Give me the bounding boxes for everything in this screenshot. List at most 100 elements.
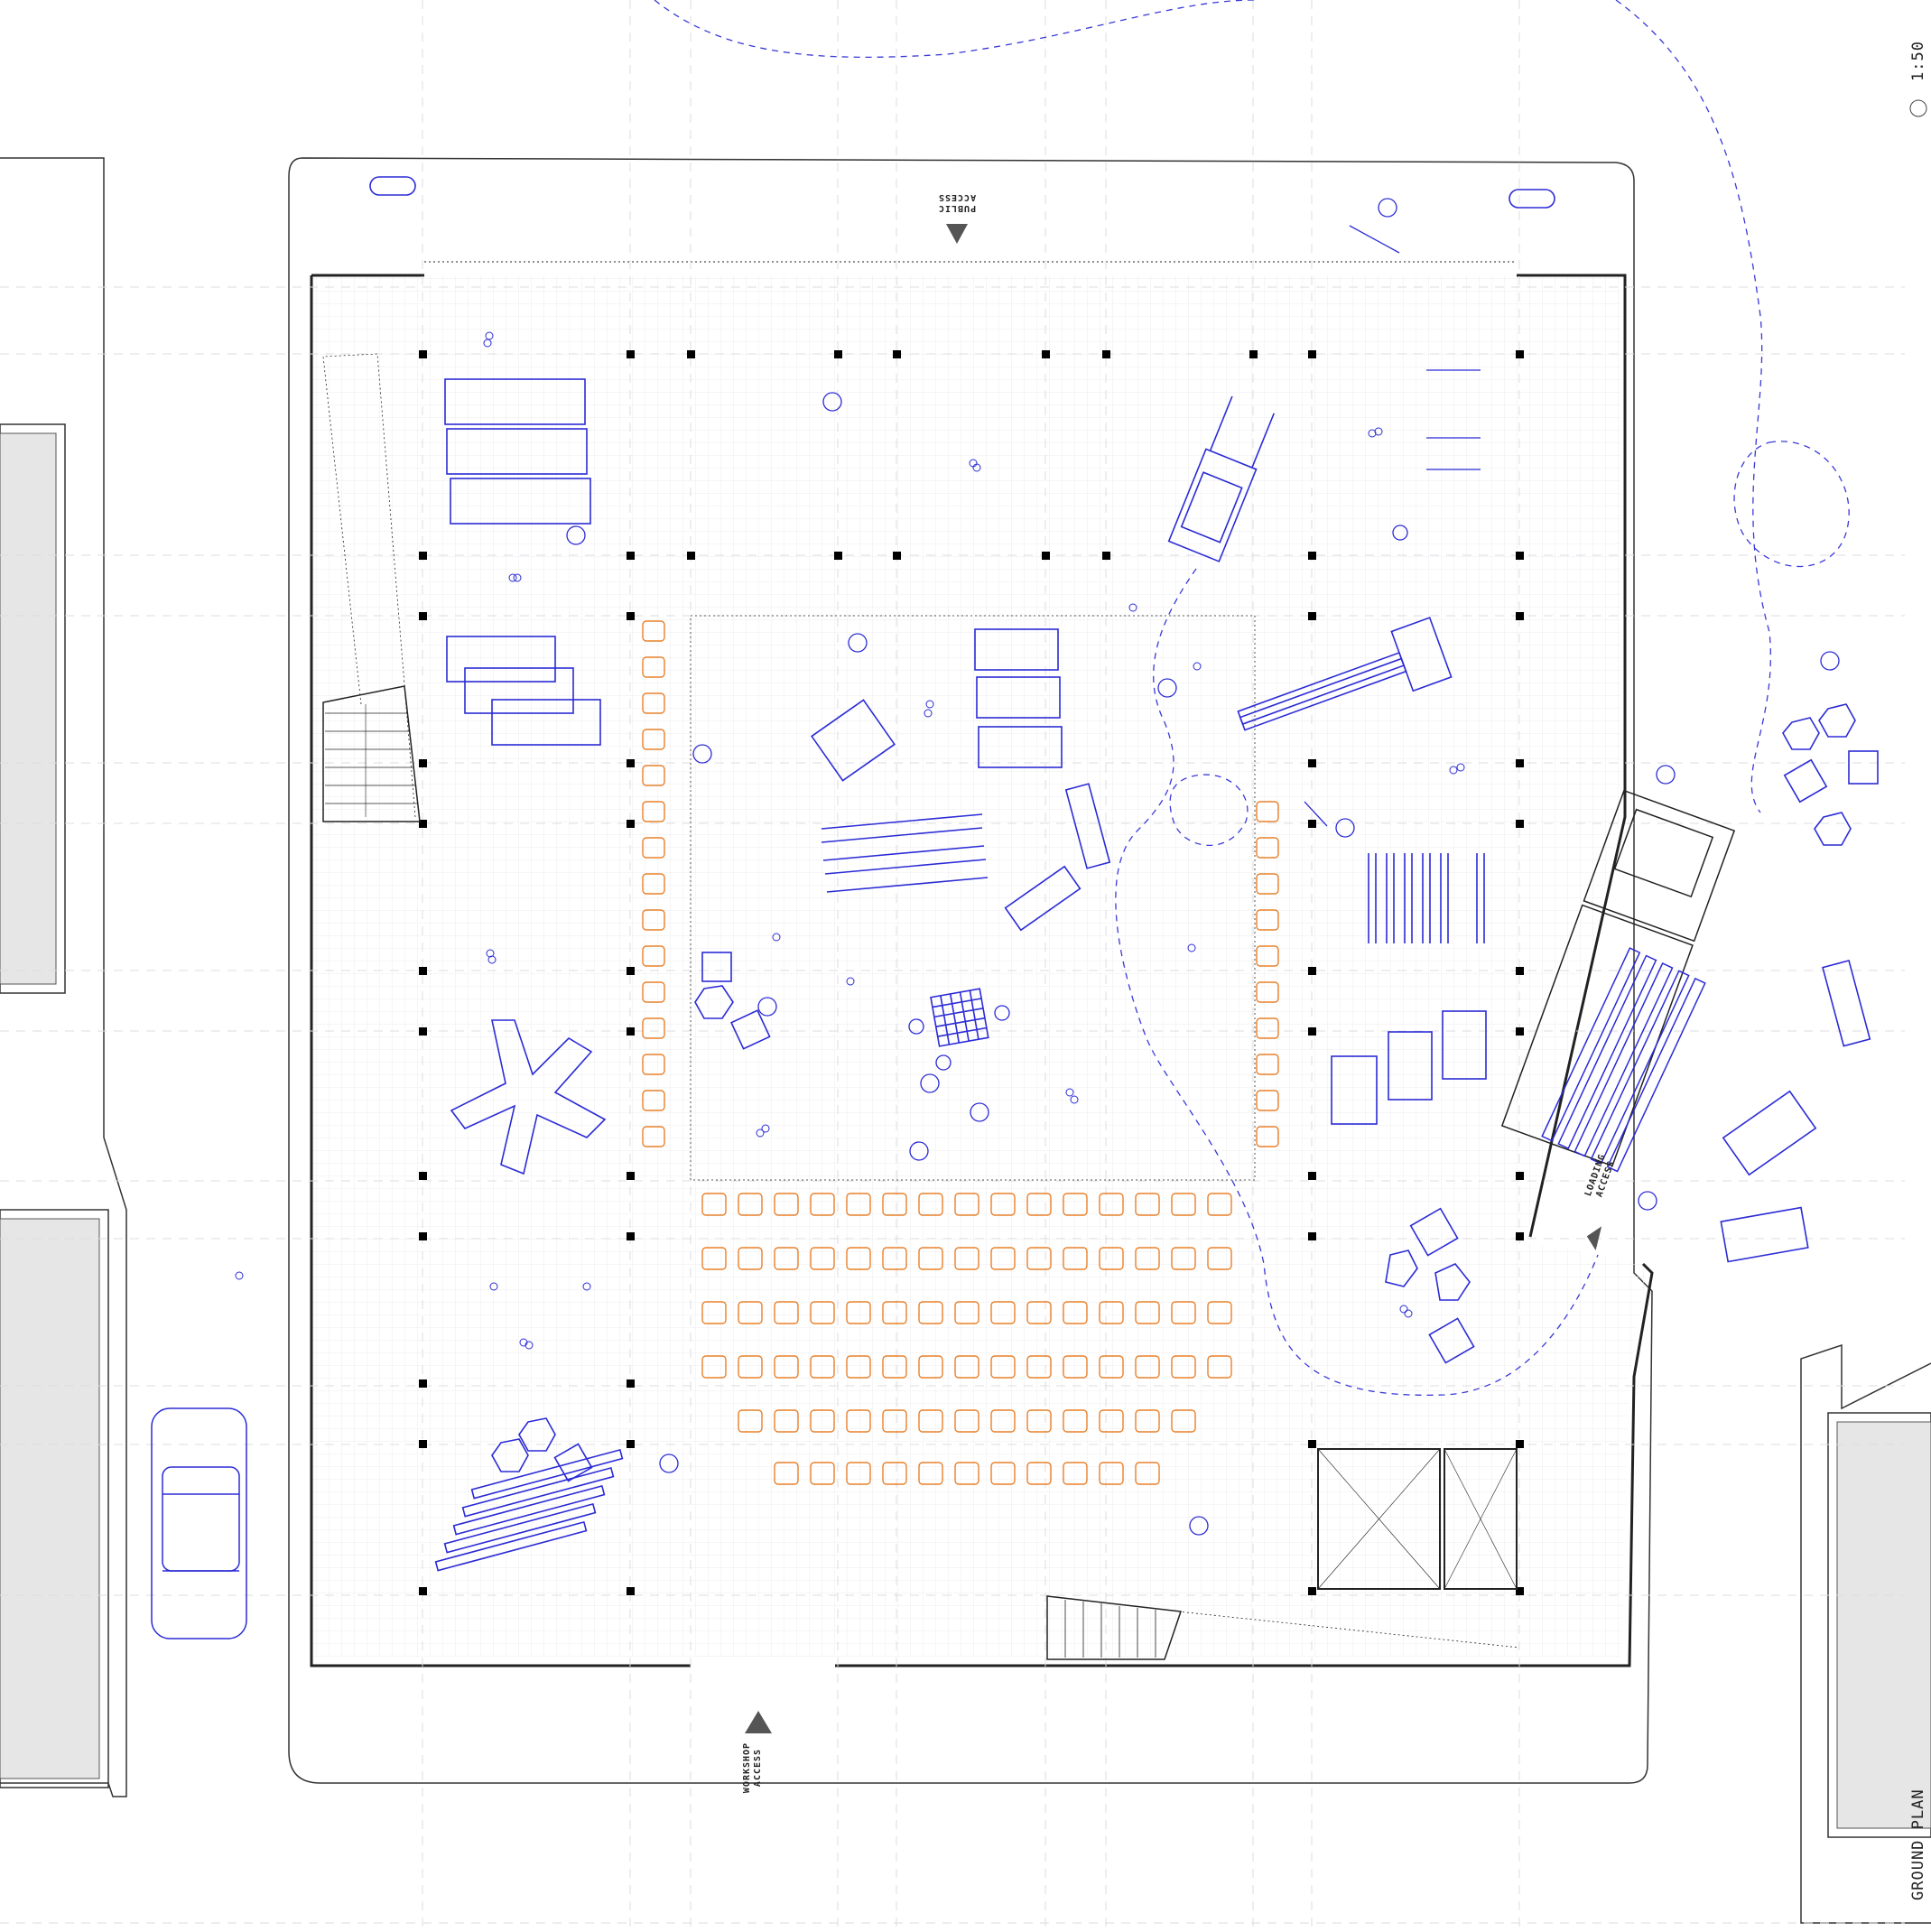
- audience-chair: [918, 1409, 943, 1433]
- access-arrows: [745, 224, 1602, 1733]
- audience-chair: [1063, 1193, 1088, 1216]
- audience-chair: [1063, 1247, 1088, 1270]
- drawing-title: GROUND PLAN: [1909, 1788, 1927, 1900]
- audience-chair: [810, 1462, 835, 1485]
- audience-chair: [774, 1193, 799, 1216]
- audience-chair: [774, 1409, 799, 1433]
- audience-chair: [1207, 1301, 1232, 1324]
- audience-chair: [1063, 1301, 1088, 1324]
- audience-chair: [918, 1355, 943, 1379]
- audience-chair: [1099, 1301, 1124, 1324]
- audience-chair: [990, 1355, 1016, 1379]
- audience-chair: [918, 1301, 943, 1324]
- audience-chair: [810, 1301, 835, 1324]
- audience-chair: [1026, 1462, 1052, 1485]
- audience-chair: [846, 1409, 871, 1433]
- parked-car: [151, 1407, 247, 1639]
- audience-chair: [1135, 1193, 1160, 1216]
- audience-chair: [918, 1247, 943, 1270]
- audience-chair: [846, 1193, 871, 1216]
- audience-chair: [1135, 1462, 1160, 1485]
- audience-chair: [810, 1355, 835, 1379]
- audience-chair: [954, 1301, 979, 1324]
- audience-chair: [954, 1462, 979, 1485]
- audience-chair: [1099, 1462, 1124, 1485]
- audience-chair: [846, 1462, 871, 1485]
- audience-chair: [1099, 1355, 1124, 1379]
- audience-chair: [918, 1462, 943, 1485]
- workshop-access-label: WORKSHOP ACCESS: [742, 1742, 763, 1794]
- audience-chair: [738, 1247, 763, 1270]
- audience-chair: [774, 1355, 799, 1379]
- audience-chair: [774, 1247, 799, 1270]
- audience-chair: [882, 1409, 907, 1433]
- audience-chair: [990, 1247, 1016, 1270]
- workshop-furniture: [369, 176, 1879, 1572]
- audience-chair: [701, 1355, 727, 1379]
- neighbour-buildings: [0, 157, 1931, 1924]
- audience-chair: [990, 1193, 1016, 1216]
- audience-chair: [846, 1301, 871, 1324]
- audience-chair: [1135, 1355, 1160, 1379]
- north-marker: [1909, 99, 1927, 117]
- audience-chair: [1207, 1247, 1232, 1270]
- audience-chair: [990, 1301, 1016, 1324]
- audience-chair: [954, 1355, 979, 1379]
- audience-chair: [774, 1462, 799, 1485]
- building-walls: [310, 261, 1654, 1667]
- seating-chairs: [642, 620, 1279, 1147]
- audience-chair: [1063, 1355, 1088, 1379]
- truck-timber: [1541, 947, 1706, 1173]
- audience-chair: [954, 1409, 979, 1433]
- audience-chair: [1171, 1247, 1196, 1270]
- audience-chair: [882, 1462, 907, 1485]
- audience-chair: [810, 1193, 835, 1216]
- people-figures: [566, 198, 1840, 1536]
- stair-west: [322, 353, 421, 822]
- audience-chair: [738, 1355, 763, 1379]
- loading-truck: [1500, 789, 1736, 1167]
- audience-chair: [1207, 1355, 1232, 1379]
- audience-chair: [738, 1301, 763, 1324]
- audience-chair: [774, 1301, 799, 1324]
- audience-chair: [738, 1409, 763, 1433]
- columns: [419, 350, 1524, 1595]
- audience-chair: [1026, 1193, 1052, 1216]
- lift-shafts: [1317, 1448, 1518, 1590]
- public-access-label: PUBLIC ACCESS: [937, 192, 977, 213]
- audience-chair: [954, 1247, 979, 1270]
- audience-chair: [846, 1247, 871, 1270]
- audience-chair: [810, 1247, 835, 1270]
- audience-chair: [1135, 1409, 1160, 1433]
- audience-chair: [882, 1301, 907, 1324]
- audience-chair: [1171, 1409, 1196, 1433]
- audience-chair: [1171, 1193, 1196, 1216]
- audience-chair: [1063, 1462, 1088, 1485]
- audience-chair: [1063, 1409, 1088, 1433]
- audience-chair: [846, 1355, 871, 1379]
- audience-chair: [882, 1355, 907, 1379]
- audience-chair: [1171, 1355, 1196, 1379]
- audience-chair: [738, 1193, 763, 1216]
- audience-chair: [882, 1247, 907, 1270]
- audience-chair: [701, 1193, 727, 1216]
- audience-chair: [954, 1193, 979, 1216]
- audience-chair: [701, 1247, 727, 1270]
- audience-chair: [1135, 1301, 1160, 1324]
- stair-south: [1046, 1595, 1520, 1660]
- flow-paths: [654, 0, 1850, 1396]
- audience-chair: [1026, 1355, 1052, 1379]
- audience-chair: [1171, 1301, 1196, 1324]
- audience-chair: [701, 1301, 727, 1324]
- audience-chair: [1207, 1193, 1232, 1216]
- audience-chairs: [701, 1193, 1232, 1485]
- site-boundary: [288, 157, 1653, 1784]
- audience-chair: [1099, 1247, 1124, 1270]
- audience-chair: [990, 1462, 1016, 1485]
- audience-chair: [1026, 1301, 1052, 1324]
- neighbour-fill: [0, 432, 1931, 1829]
- audience-chair: [1099, 1193, 1124, 1216]
- scale-label: 1:50: [1909, 41, 1927, 81]
- audience-chair: [810, 1409, 835, 1433]
